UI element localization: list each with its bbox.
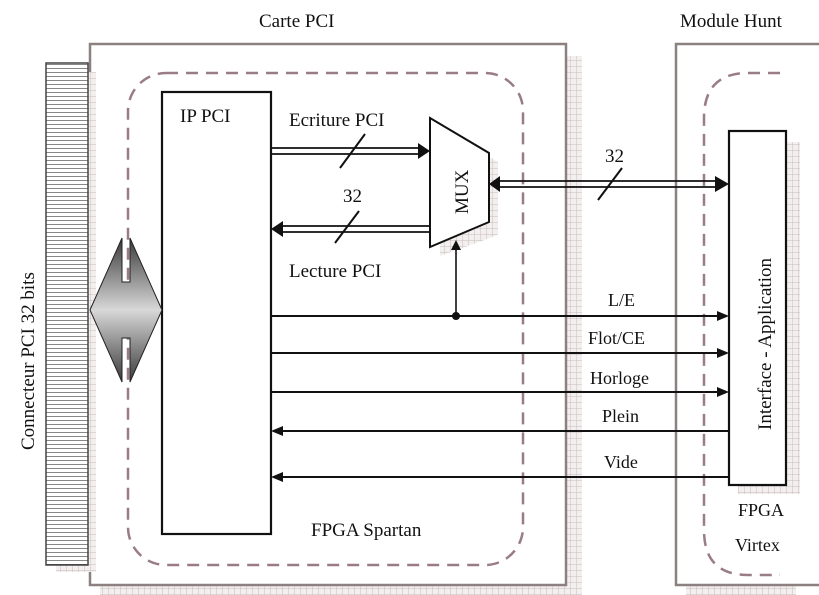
read-bus-width: 32 xyxy=(343,186,362,207)
read-bus xyxy=(271,210,430,244)
ip-pci-block xyxy=(160,90,273,536)
mux-select-line xyxy=(451,240,461,320)
interface-block xyxy=(727,129,788,487)
signal-label-plein: Plein xyxy=(602,406,639,426)
fpga-spartan-label: FPGA Spartan xyxy=(311,520,422,541)
fpga-virtex-label-1: FPGA xyxy=(738,500,784,520)
write-bus xyxy=(271,133,430,169)
link-bus xyxy=(489,167,729,201)
mux-label: MUX xyxy=(452,169,473,214)
link-bus-width: 32 xyxy=(605,146,624,167)
ip-pci-label: IP PCI xyxy=(180,106,231,127)
pci-connector xyxy=(45,62,89,566)
fpga-virtex-label-2: Virtex xyxy=(735,535,780,555)
signal-horloge-line xyxy=(271,387,729,397)
signal-label-horloge: Horloge xyxy=(590,368,649,388)
board-title: Carte PCI xyxy=(259,11,334,32)
signal-plein-line xyxy=(271,426,729,436)
signal-le-line xyxy=(271,311,729,321)
module-title: Module Hunt xyxy=(680,11,783,32)
fpga-virtex-region xyxy=(702,71,780,577)
signal-flot-line xyxy=(271,348,729,358)
write-label: Ecriture PCI xyxy=(289,110,385,131)
signal-label-flot: Flot/CE xyxy=(588,328,645,348)
signal-label-le: L/E xyxy=(608,290,635,310)
mux-block xyxy=(429,116,490,249)
signal-vide-line xyxy=(271,472,729,482)
signal-label-vide: Vide xyxy=(604,452,638,472)
connector-label: Connecteur PCI 32 bits xyxy=(18,272,39,450)
pci-bus-arrow xyxy=(89,237,163,383)
read-label: Lecture PCI xyxy=(289,261,381,282)
interface-label: Interface - Application xyxy=(755,258,776,430)
